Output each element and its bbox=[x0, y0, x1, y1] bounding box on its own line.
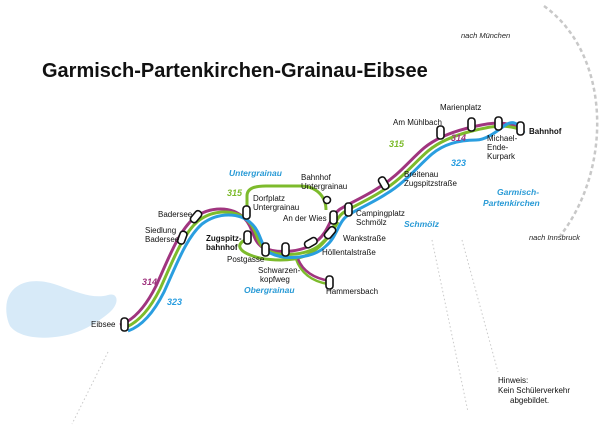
eibsee-lake bbox=[6, 281, 117, 338]
direction-muenchen: nach München bbox=[461, 31, 510, 40]
stop-label-bahnhof: Bahnhof bbox=[529, 127, 562, 136]
stop-label-eibsee: Eibsee bbox=[91, 320, 116, 329]
stop-label-bahnhof-ug-1: Bahnhof bbox=[301, 173, 332, 182]
stop-marker-michael-ende-kurpark[interactable] bbox=[494, 116, 503, 131]
stop-marker-bahnhof[interactable] bbox=[516, 121, 525, 136]
stop-label-dorfplatz-2: Untergrainau bbox=[253, 203, 299, 212]
stop-label-an-der-wies: An der Wies bbox=[283, 214, 327, 223]
line-314-route bbox=[119, 121, 521, 327]
line-315-label-east: 315 bbox=[389, 139, 405, 149]
stop-label-campingplatz-1: Campingplatz bbox=[356, 209, 405, 218]
stop-label-marienplatz: Marienplatz bbox=[440, 103, 481, 112]
stop-marker-eibsee[interactable] bbox=[120, 317, 129, 332]
stop-label-breitenau-2: Zugspitzstraße bbox=[404, 179, 457, 188]
note-line-2: Kein Schülerverkehr bbox=[498, 386, 570, 395]
stop-label-schwarzen-2: kopfweg bbox=[260, 275, 290, 284]
railway-line bbox=[543, 4, 599, 237]
line-314-label-east: 314 bbox=[451, 133, 466, 143]
stop-markers bbox=[120, 116, 525, 332]
stop-label-campingplatz-2: Schmölz bbox=[356, 218, 387, 227]
stop-label-siedlung-2: Badersee bbox=[145, 235, 180, 244]
line-323-label-west: 323 bbox=[167, 297, 182, 307]
stop-marker-bahnhof-untergrainau[interactable] bbox=[322, 195, 332, 205]
leader-lines bbox=[71, 239, 499, 425]
stop-label-michael-2: Ende- bbox=[487, 143, 509, 152]
line-315-trunk bbox=[123, 124, 523, 330]
stop-label-michael-1: Michael- bbox=[487, 134, 518, 143]
line-323-route bbox=[127, 121, 526, 333]
stop-label-breitenau-1: Breitenau bbox=[404, 170, 438, 179]
stop-label-bahnhof-ug-2: Untergrainau bbox=[301, 182, 347, 191]
stop-label-michael-3: Kurpark bbox=[487, 152, 516, 161]
note-line-3: abgebildet. bbox=[510, 396, 549, 405]
stop-marker-badersee[interactable] bbox=[189, 209, 203, 224]
stop-label-hammersbach: Hammersbach bbox=[326, 287, 378, 296]
stop-label-dorfplatz-1: Dorfplatz bbox=[253, 194, 285, 203]
stop-marker-am-muehlbach[interactable] bbox=[436, 125, 445, 140]
stop-label-wankstrasse: Wankstraße bbox=[343, 234, 386, 243]
stop-marker-wankstrasse[interactable] bbox=[323, 225, 337, 240]
line-315-label-west: 315 bbox=[227, 188, 243, 198]
stop-marker-schwarzenkopfweg[interactable] bbox=[281, 242, 290, 257]
stop-marker-zugspitzbahnhof[interactable] bbox=[243, 230, 252, 245]
stop-label-zugspitz-2: bahnhof bbox=[206, 243, 238, 252]
stop-marker-an-der-wies[interactable] bbox=[329, 210, 338, 225]
map-title: Garmisch-Partenkirchen-Grainau-Eibsee bbox=[42, 60, 428, 82]
area-garmisch-2: Partenkirchen bbox=[483, 198, 540, 208]
stop-marker-dorfplatz[interactable] bbox=[242, 205, 251, 220]
stop-marker-siedlung-badersee[interactable] bbox=[176, 230, 188, 245]
stop-marker-hammersbach[interactable] bbox=[325, 275, 334, 290]
area-untergrainau: Untergrainau bbox=[229, 168, 283, 178]
stop-marker-breitenau[interactable] bbox=[377, 176, 390, 191]
stop-label-hoellentalstrasse: Höllentalstraße bbox=[322, 248, 376, 257]
hammersbach-branch bbox=[294, 258, 329, 286]
line-315-route bbox=[245, 184, 328, 213]
stop-label-siedlung-1: Siedlung bbox=[145, 226, 176, 235]
note-line-1: Hinweis: bbox=[498, 376, 528, 385]
area-garmisch-1: Garmisch- bbox=[497, 187, 539, 197]
area-obergrainau: Obergrainau bbox=[244, 285, 295, 295]
direction-innsbruck: nach Innsbruck bbox=[529, 233, 581, 242]
stop-label-badersee: Badersee bbox=[158, 210, 193, 219]
stop-marker-campingplatz[interactable] bbox=[344, 202, 353, 217]
stop-label-schwarzen-1: Schwarzen- bbox=[258, 266, 301, 275]
line-323-label-east: 323 bbox=[451, 158, 466, 168]
stop-label-zugspitz-1: Zugspitz- bbox=[206, 234, 242, 243]
stop-marker-postgasse[interactable] bbox=[261, 242, 270, 257]
stop-label-am-muehlbach: Am Mühlbach bbox=[393, 118, 442, 127]
stop-marker-marienplatz[interactable] bbox=[467, 117, 476, 132]
stop-label-postgasse: Postgasse bbox=[227, 255, 265, 264]
stop-marker-hoellentalstrasse[interactable] bbox=[303, 236, 318, 249]
line-314-label-west: 314 bbox=[142, 277, 157, 287]
area-schmoelz: Schmölz bbox=[404, 219, 440, 229]
